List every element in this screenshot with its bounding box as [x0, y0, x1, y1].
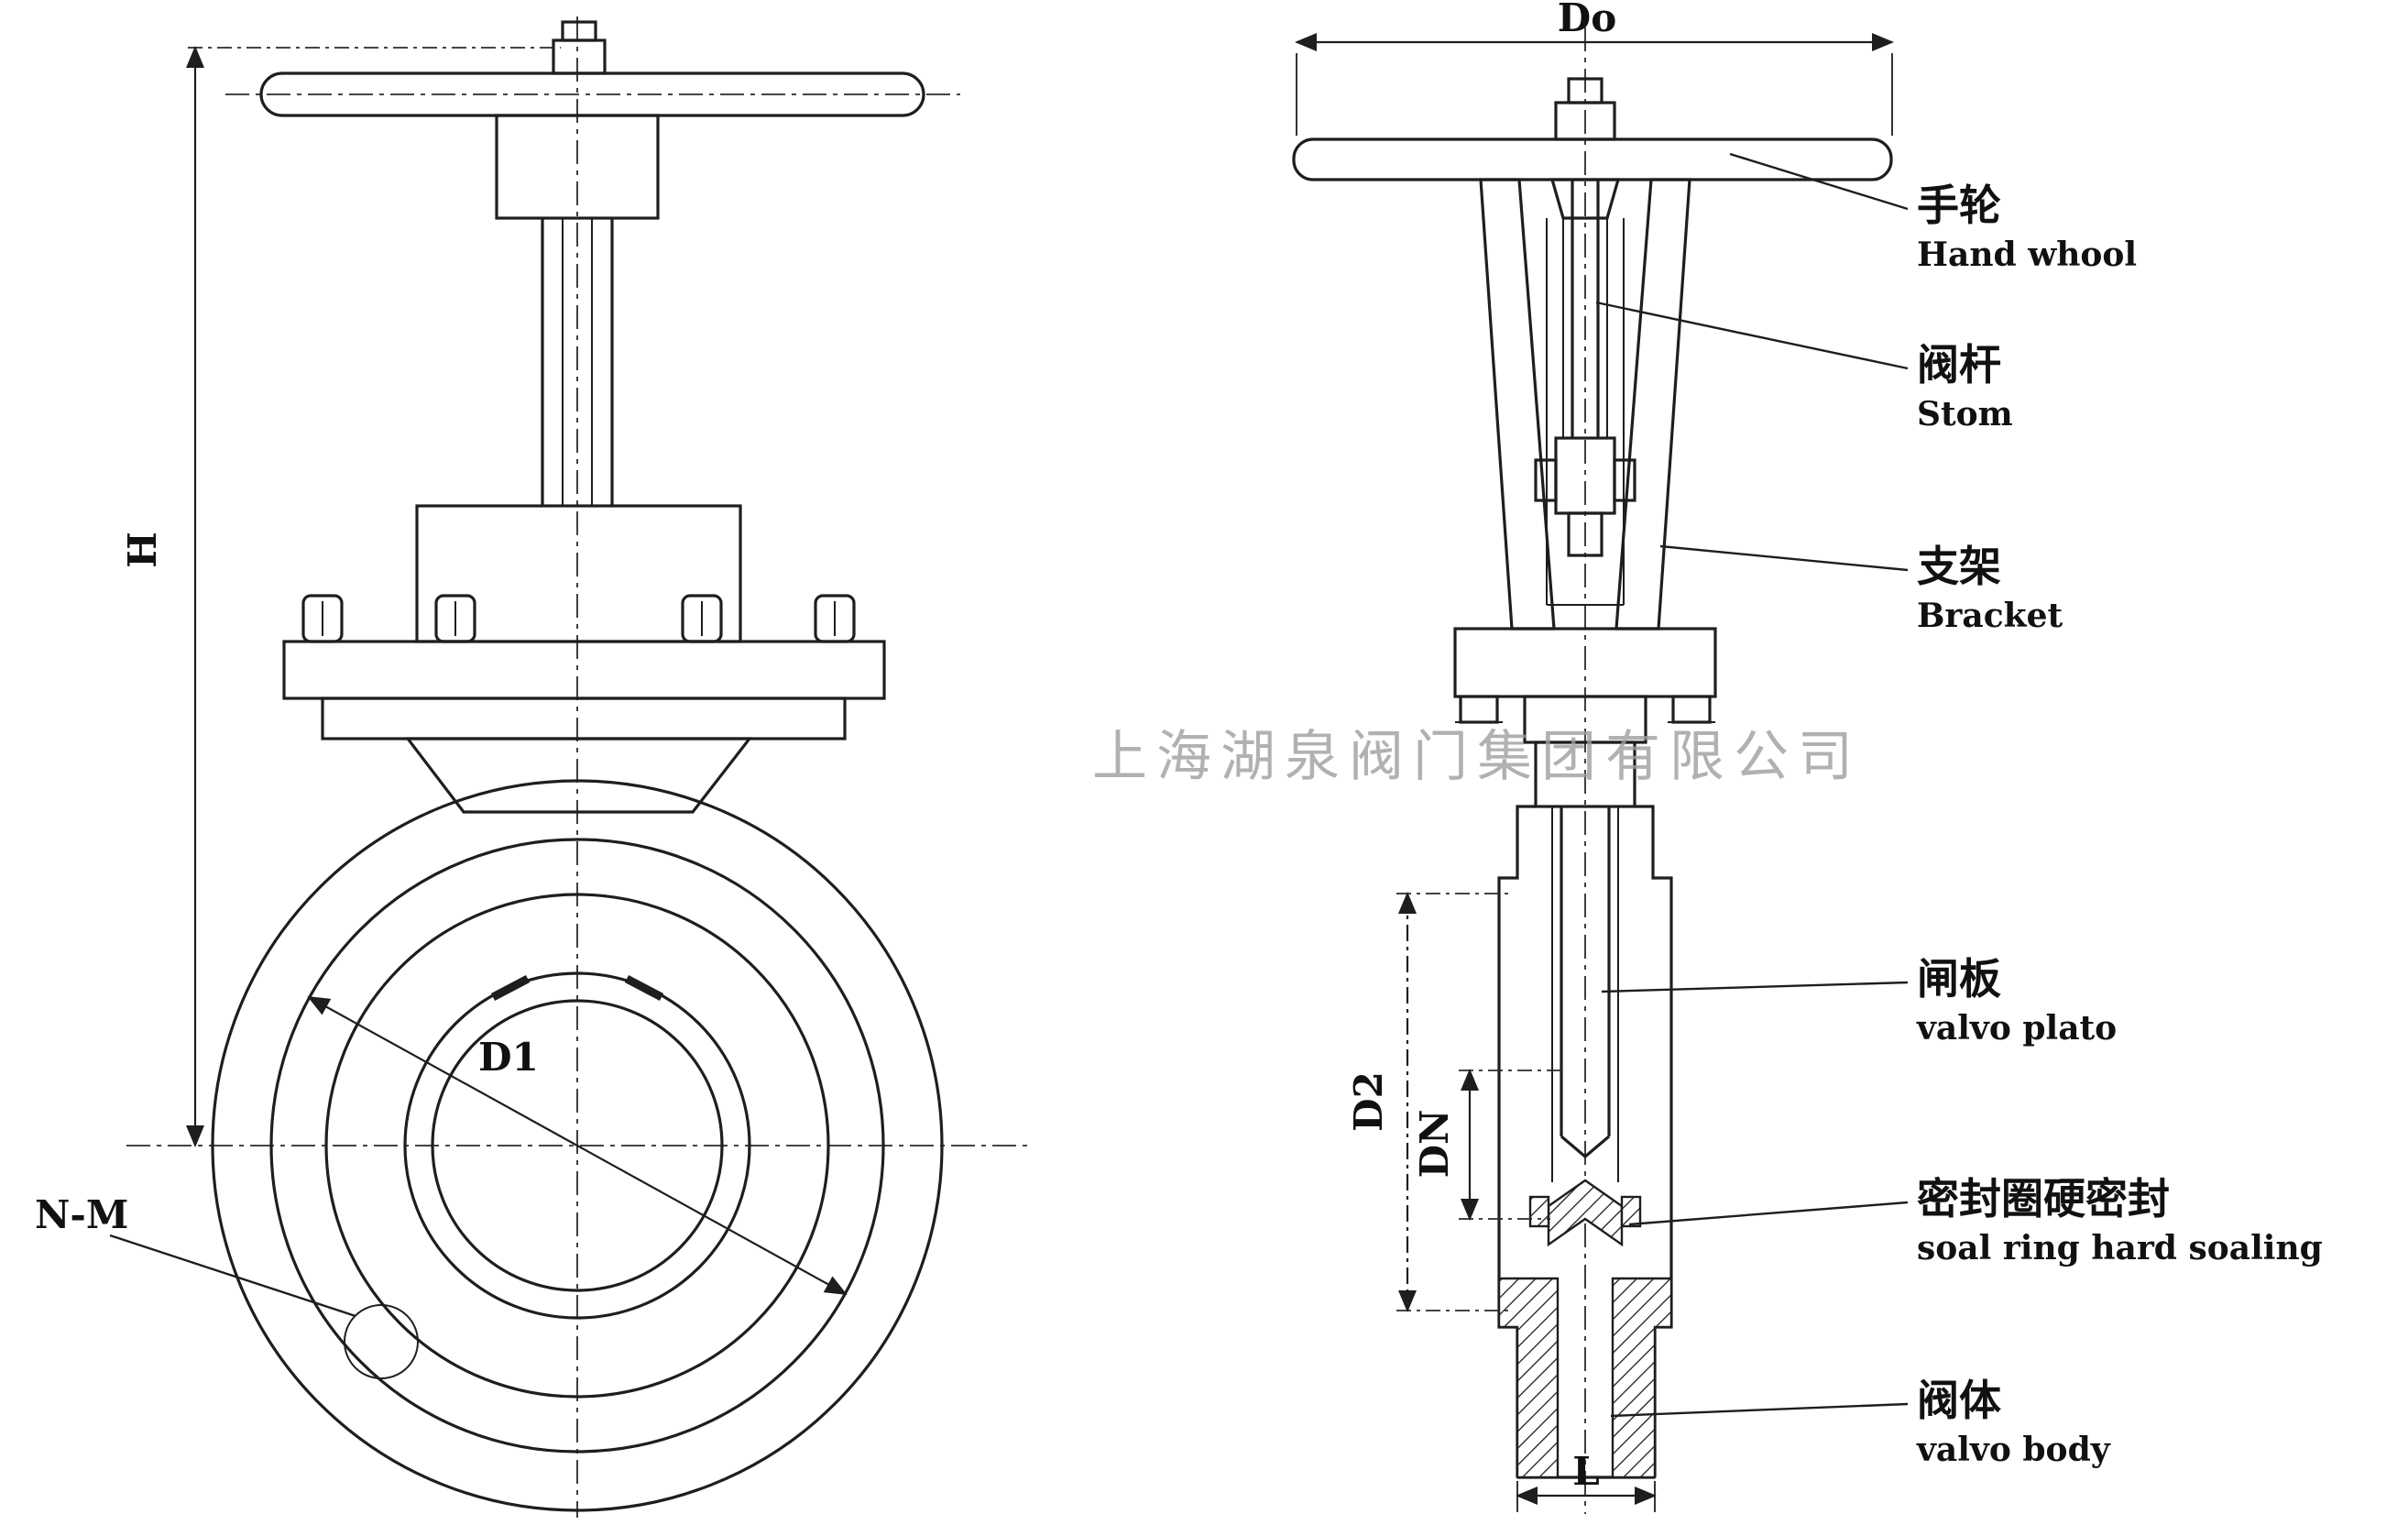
bolt: [295, 594, 350, 643]
bolt: [807, 594, 862, 643]
stem-cap-front: [561, 20, 597, 42]
valve-plate-label-zh: 闸板: [1917, 954, 2001, 1004]
do-label: Do: [1558, 0, 1616, 40]
callout-valve-plate: 闸板 valvo plato: [1601, 954, 2117, 1048]
body-section-hatch: [1497, 1277, 1673, 1479]
callout-bracket: 支架 Bracket: [1659, 542, 2063, 635]
stem-side: [1534, 180, 1636, 557]
nm-leader-line: [109, 1234, 356, 1318]
handwheel-label-en: Hand whool: [1917, 236, 2137, 274]
bore-notch-left: [490, 975, 531, 1001]
dn-label: DN: [1412, 1110, 1457, 1179]
seal-ring-leader-line: [1628, 1201, 1909, 1226]
valve-body-leader-line: [1610, 1402, 1909, 1418]
handwheel-leader-line: [1729, 152, 1909, 211]
seal-ring-label-en: soal ring hard soaling: [1917, 1229, 2323, 1267]
callout-handwheel: 手轮 Hand whool: [1729, 152, 2137, 274]
d2-label: D2: [1346, 1071, 1391, 1132]
bolt-hole: [344, 1304, 419, 1379]
watermark-text: 上海湖泉阀门集团有限公司: [1092, 725, 1862, 789]
base-plate-bolts: [1455, 695, 1715, 724]
d1-label: D1: [478, 1035, 539, 1080]
bracket-label-zh: 支架: [1917, 542, 2001, 591]
handwheel-side: [1292, 137, 1893, 181]
bracket-label-en: Bracket: [1917, 597, 2063, 635]
bonnet-plate-front: [415, 504, 742, 643]
stem-nut-front: [552, 38, 607, 75]
stem-housing-front: [495, 114, 660, 220]
nm-label: N-M: [35, 1192, 128, 1237]
body-top-flange-front: [282, 640, 886, 700]
gate-plate-shape: [1551, 806, 1619, 1182]
callouts: 手轮 Hand whool 阀杆 Stom 支架 Bracket 闸板 valv…: [1595, 152, 2323, 1469]
stem-front: [541, 218, 614, 506]
bolt: [428, 594, 483, 643]
stem-cap-side: [1567, 77, 1604, 104]
bolt: [674, 594, 729, 643]
callout-seal-ring: 密封圈硬密封 soal ring hard soaling: [1628, 1174, 2323, 1267]
flange-bolts: [295, 594, 862, 643]
body-neck-side: [1534, 741, 1636, 808]
body-neck-front: [404, 737, 753, 814]
callout-valve-body: 阀体 valvo body: [1610, 1376, 2111, 1469]
stem-leader-line: [1595, 301, 1909, 370]
body-top-flange-step-front: [321, 697, 847, 741]
stem-label-zh: 阀杆: [1917, 340, 2001, 389]
valve-body-label-zh: 阀体: [1917, 1376, 2001, 1425]
stem-label-en: Stom: [1917, 395, 2013, 433]
bracket-leader-line: [1659, 544, 1909, 572]
h-label: H: [120, 532, 165, 568]
callout-stem: 阀杆 Stom: [1595, 301, 2013, 433]
bore-notch-right: [624, 975, 664, 1001]
front-view: D1 H N-M: [35, 16, 1028, 1518]
side-view: Do: [1292, 0, 1895, 1514]
handwheel-label-zh: 手轮: [1917, 181, 2001, 230]
seal-ring-label-zh: 密封圈硬密封: [1917, 1174, 2170, 1223]
valve-body-label-en: valvo body: [1916, 1431, 2111, 1469]
l-label: L: [1572, 1449, 1600, 1494]
seal-ring-shape: [1528, 1179, 1642, 1247]
d1-dimension-line: [307, 996, 848, 1295]
valve-plate-label-en: valvo plato: [1916, 1009, 2117, 1048]
valve-plate-leader-line: [1601, 981, 1909, 993]
